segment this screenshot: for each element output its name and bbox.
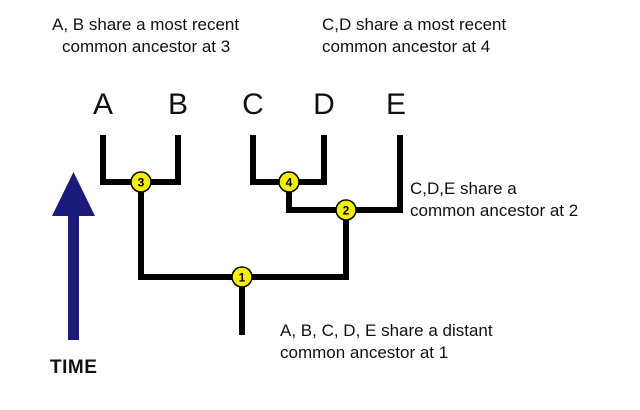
time-arrow-icon [52, 172, 95, 340]
tip-label-b: B [167, 88, 188, 121]
node-1-marker [231, 266, 253, 288]
node-3-label: 3 [138, 176, 145, 190]
branch-ab-cde [138, 182, 349, 280]
node-3: 3 [130, 171, 152, 193]
node-markers: 3 4 2 1 [130, 171, 357, 288]
node-1: 1 [231, 266, 253, 288]
time-label: TIME [50, 357, 98, 378]
node-3-marker [130, 171, 152, 193]
note-ab-ancestor: A, B share a most recent common ancestor… [52, 14, 239, 58]
node-4: 4 [278, 171, 300, 193]
note-cde-line2: common ancestor at 2 [410, 201, 579, 220]
branch-cd-e [286, 135, 403, 213]
time-arrow-head [52, 172, 95, 216]
node-2-label: 2 [343, 204, 350, 218]
node-1-label: 1 [239, 271, 246, 285]
tip-label-d: D [313, 88, 335, 121]
note-all-line1: A, B, C, D, E share a distant [280, 321, 493, 340]
tree-branches [100, 135, 403, 335]
note-cd-line2: common ancestor at 4 [322, 37, 491, 56]
note-all-line2: common ancestor at 1 [280, 343, 449, 362]
tip-label-e: E [385, 88, 406, 121]
node-4-marker [278, 171, 300, 193]
note-cde-line1: C,D,E share a [410, 179, 517, 198]
tip-label-c: C [242, 88, 264, 121]
note-cd-ancestor: C,D share a most recent common ancestor … [322, 14, 506, 58]
tip-label-a: A [92, 88, 113, 121]
note-cd-line1: C,D share a most recent [322, 15, 507, 34]
node-4-label: 4 [286, 176, 293, 190]
note-all-ancestor: A, B, C, D, E share a distant common anc… [280, 320, 493, 364]
note-ab-line2: common ancestor at 3 [62, 37, 231, 56]
note-cde-ancestor: C,D,E share a common ancestor at 2 [410, 178, 578, 222]
time-arrow-shaft [68, 210, 79, 340]
note-ab-line1: A, B share a most recent [52, 15, 240, 34]
node-2: 2 [335, 199, 357, 221]
node-2-marker [335, 199, 357, 221]
